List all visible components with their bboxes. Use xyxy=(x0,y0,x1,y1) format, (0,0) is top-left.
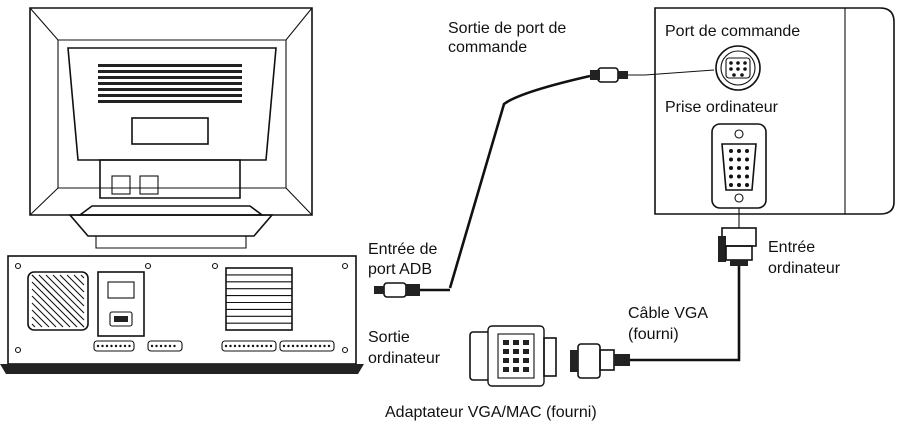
power-supply xyxy=(97,271,145,337)
label-computer-socket: Prise ordinateur xyxy=(665,99,779,116)
computer-socket xyxy=(711,123,767,209)
vga-plug-monitor xyxy=(718,227,757,266)
label-computer-input: Entrée ordinateur xyxy=(768,239,841,277)
label-command-port-output: Sortie de port de commande xyxy=(448,20,571,56)
rear-ports xyxy=(93,340,335,352)
vga-mac-adapter xyxy=(469,325,557,387)
computer-case xyxy=(0,255,364,374)
adb-plug xyxy=(374,282,450,298)
leader-command-port xyxy=(644,69,715,76)
vga-cable xyxy=(570,208,757,379)
label-command-port: Port de commande xyxy=(665,23,800,40)
expansion-grid xyxy=(225,267,293,331)
label-adb-port-input: Entrée de port ADB xyxy=(368,241,442,278)
command-cable xyxy=(374,67,645,298)
monitor-rear xyxy=(29,7,313,249)
monitor-vent-slots xyxy=(98,64,242,103)
vga-plug-adapter-side xyxy=(570,343,630,379)
label-computer-output: Sortie ordinateur xyxy=(368,329,441,367)
monitor-connector-panel xyxy=(654,7,895,215)
command-cable-plug xyxy=(590,67,645,83)
label-vga-mac-adapter: Adaptateur VGA/MAC (fourni) xyxy=(385,404,597,421)
command-port xyxy=(715,45,761,91)
fan-grill xyxy=(27,271,89,331)
label-vga-cable: Câble VGA (fourni) xyxy=(628,305,712,343)
